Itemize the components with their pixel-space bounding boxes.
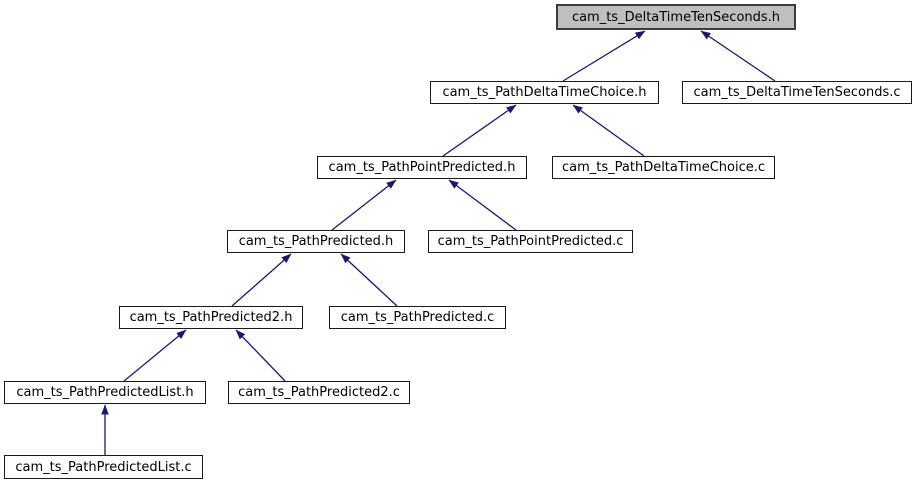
graph-node-cam_ts_PathPredicted_c[interactable]: cam_ts_PathPredicted.c	[329, 306, 506, 329]
graph-node-cam_ts_PathPredictedList_c[interactable]: cam_ts_PathPredictedList.c	[4, 455, 203, 479]
graph-node-cam_ts_PathDeltaTimeChoice_c[interactable]: cam_ts_PathDeltaTimeChoice.c	[552, 156, 775, 179]
graph-node-cam_ts_PathPredicted_h[interactable]: cam_ts_PathPredicted.h	[227, 230, 405, 253]
graph-node-cam_ts_DeltaTimeTenSeconds_h: cam_ts_DeltaTimeTenSeconds.h	[556, 4, 796, 30]
graph-node-cam_ts_PathPointPredicted_c[interactable]: cam_ts_PathPointPredicted.c	[428, 230, 633, 253]
graph-node-cam_ts_PathDeltaTimeChoice_h[interactable]: cam_ts_PathDeltaTimeChoice.h	[430, 81, 659, 104]
graph-node-cam_ts_PathPointPredicted_h[interactable]: cam_ts_PathPointPredicted.h	[317, 156, 527, 179]
graph-node-cam_ts_DeltaTimeTenSeconds_c[interactable]: cam_ts_DeltaTimeTenSeconds.c	[682, 81, 912, 104]
graph-node-cam_ts_PathPredicted2_c[interactable]: cam_ts_PathPredicted2.c	[228, 381, 410, 404]
graph-node-cam_ts_PathPredictedList_h[interactable]: cam_ts_PathPredictedList.h	[4, 381, 206, 404]
graph-node-cam_ts_PathPredicted2_h[interactable]: cam_ts_PathPredicted2.h	[119, 306, 303, 329]
